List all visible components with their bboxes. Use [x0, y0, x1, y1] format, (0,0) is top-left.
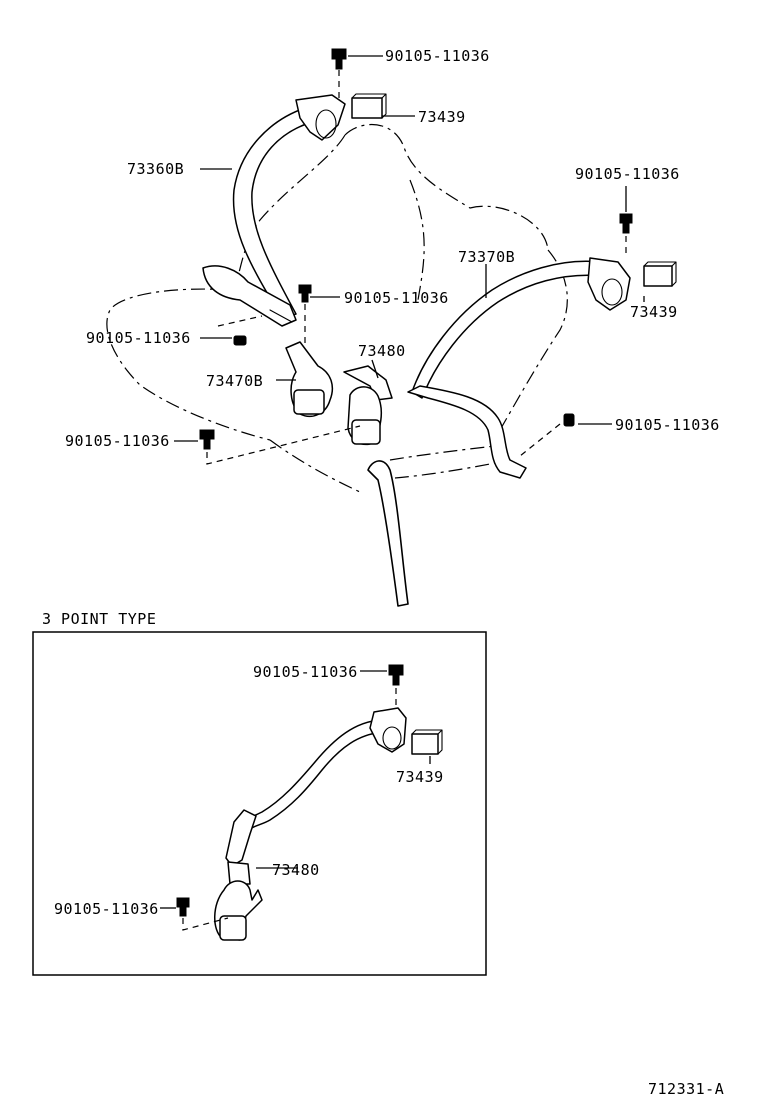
- cover-top: [351, 93, 387, 119]
- label-belt-left: 73360B: [127, 160, 184, 178]
- buckle-73480: [343, 365, 393, 446]
- left-retractor-belt: [202, 94, 346, 327]
- inset-label-cover: 73439: [396, 768, 444, 786]
- label-bolt-top: 90105-11036: [385, 47, 490, 65]
- inset-belt: [214, 707, 407, 941]
- bolt-left-anchor: [217, 315, 263, 346]
- inset-bolt-top: [388, 664, 404, 708]
- label-bolt-right-top: 90105-11036: [575, 165, 680, 183]
- buckle-73470b: [285, 341, 334, 418]
- inset-leader-lines: [160, 670, 431, 909]
- label-bolt-left-floor: 90105-11036: [65, 432, 170, 450]
- inset-label-bolt-top: 90105-11036: [253, 663, 358, 681]
- label-bolt-left-anchor: 90105-11036: [86, 329, 191, 347]
- label-bolt-center: 90105-11036: [344, 289, 449, 307]
- bolt-center: [298, 284, 312, 345]
- bolt-right-top: [619, 213, 633, 256]
- label-belt-right: 73370B: [458, 248, 515, 266]
- label-buckle-center: 73480: [358, 342, 406, 360]
- label-cover-top: 73439: [418, 108, 466, 126]
- label-buckle-left: 73470B: [206, 372, 263, 390]
- cover-right: [643, 261, 677, 287]
- right-retractor-belt: [407, 257, 631, 479]
- bolt-left-floor: [199, 425, 361, 465]
- inset-frame: [32, 631, 487, 976]
- label-bolt-right-anchor: 90105-11036: [615, 416, 720, 434]
- arrow-to-inset: [367, 460, 409, 607]
- inset-label-bolt-floor: 90105-11036: [54, 900, 159, 918]
- leader-lines: [174, 55, 645, 442]
- inset-bolt-floor: [176, 897, 229, 931]
- inset-label-buckle: 73480: [272, 861, 320, 879]
- figure-code: 712331-A: [648, 1080, 724, 1098]
- bolt-top: [331, 48, 347, 100]
- label-cover-right: 73439: [630, 303, 678, 321]
- bolt-right-anchor: [519, 413, 575, 457]
- inset-title: 3 POINT TYPE: [42, 610, 156, 628]
- rear-seat-outline: [106, 123, 568, 493]
- inset-cover: [411, 729, 443, 755]
